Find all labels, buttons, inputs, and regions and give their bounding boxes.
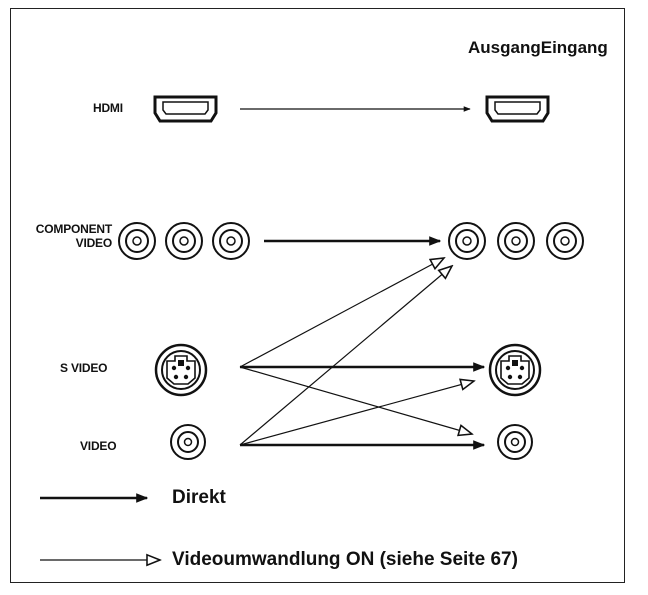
label-component-line1: COMPONENT xyxy=(35,222,112,236)
conversion-arrow-svideo-to-component xyxy=(239,258,444,368)
rca-jack-icon xyxy=(212,222,250,260)
hdmi-port-icon xyxy=(153,95,218,123)
label-component-line2: VIDEO xyxy=(75,236,113,250)
rca-jack-icon xyxy=(546,222,584,260)
legend-conversion-label: Videoumwandlung ON (siehe Seite 67) xyxy=(172,549,518,570)
diagram-frame xyxy=(10,8,625,583)
s-video-port-icon xyxy=(488,343,542,397)
s-video-port-icon xyxy=(154,343,208,397)
legend-direct-label: Direkt xyxy=(172,487,226,508)
input-label: Eingang xyxy=(540,38,608,57)
output-label: Ausgang xyxy=(468,38,541,57)
label-svideo: S VIDEO xyxy=(60,361,108,375)
label-hdmi: HDMI xyxy=(93,101,123,115)
column-header: AusgangEingang xyxy=(468,38,608,58)
rca-jack-icon xyxy=(165,222,203,260)
label-video: VIDEO xyxy=(80,439,117,453)
conversion-arrow-video-to-svideo xyxy=(239,381,474,446)
hdmi-port-icon xyxy=(485,95,550,123)
rca-jack-icon xyxy=(497,424,533,460)
rca-jack-icon xyxy=(497,222,535,260)
conversion-arrow-svideo-to-video xyxy=(239,366,472,434)
rca-jack-icon xyxy=(170,424,206,460)
rca-jack-icon xyxy=(118,222,156,260)
rca-jack-icon xyxy=(448,222,486,260)
conversion-arrow-video-to-component xyxy=(239,266,452,446)
label-component: COMPONENT VIDEO xyxy=(10,222,112,250)
